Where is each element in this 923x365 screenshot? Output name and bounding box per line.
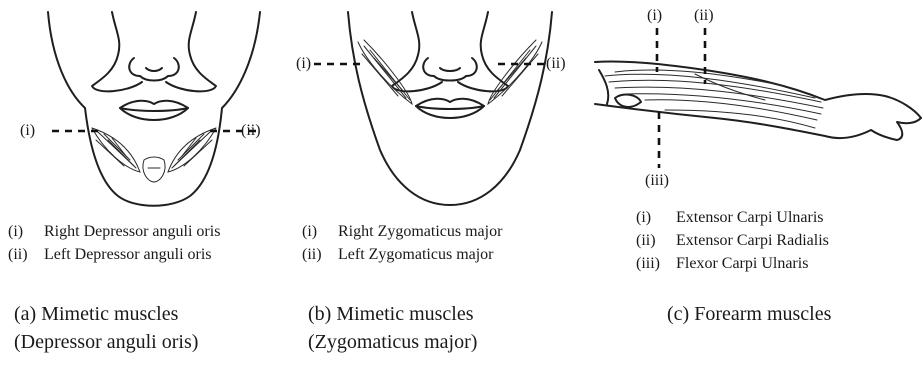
marker-c-iii: (iii) [645,173,669,189]
legend-text: Flexor Carpi Ulnaris [676,255,808,272]
legend-text: Right Depressor anguli oris [44,223,220,240]
marker-c-ii: (ii) [694,8,714,24]
legend-item: (i)Right Zygomaticus major [302,220,502,243]
legend-number: (iii) [636,252,676,275]
marker-a-i: (i) [20,123,35,139]
chin-detail [143,157,165,182]
marker-c-i: (i) [647,8,662,24]
caption-line: (b) Mimetic muscles [308,300,477,328]
depressor-muscle-right [92,128,140,172]
caption-c: (c) Forearm muscles [667,300,831,328]
arm-outline [595,61,921,140]
legend-a: (i)Right Depressor anguli oris (ii)Left … [8,220,220,266]
depressor-muscle-left [168,128,216,172]
legend-item: (ii)Left Depressor anguli oris [8,243,220,266]
zygomaticus-muscle-left [488,40,542,104]
legend-item: (iii)Flexor Carpi Ulnaris [636,252,829,275]
legend-text: Left Depressor anguli oris [44,246,212,263]
caption-line: (Depressor anguli oris) [14,328,198,356]
legend-text: Extensor Carpi Ulnaris [676,209,824,226]
zygomaticus-muscle-right [358,40,412,104]
legend-text: Extensor Carpi Radialis [676,232,829,249]
legend-number: (ii) [8,243,44,266]
legend-number: (ii) [302,243,338,266]
legend-b: (i)Right Zygomaticus major (ii)Left Zygo… [302,220,502,266]
legend-number: (ii) [636,229,676,252]
forearm-illustration [585,0,923,200]
legend-c: (i)Extensor Carpi Ulnaris (ii)Extensor C… [636,206,829,275]
caption-a: (a) Mimetic muscles (Depressor anguli or… [14,300,198,356]
legend-number: (i) [636,206,676,229]
nose [423,58,477,81]
caption-line: (c) Forearm muscles [667,300,831,328]
legend-item: (i)Extensor Carpi Ulnaris [636,206,829,229]
caption-line: (Zygomaticus major) [308,328,477,356]
legend-text: Left Zygomaticus major [338,246,494,263]
face-illustration-a [0,0,300,215]
legend-item: (i)Right Depressor anguli oris [8,220,220,243]
marker-b-ii: (ii) [546,56,566,72]
caption-line: (a) Mimetic muscles [14,300,198,328]
legend-item: (ii)Left Zygomaticus major [302,243,502,266]
legend-number: (i) [8,220,44,243]
face-outline [48,12,260,206]
legend-number: (i) [302,220,338,243]
mouth [416,99,484,118]
legend-text: Right Zygomaticus major [338,223,502,240]
marker-b-i: (i) [296,56,311,72]
marker-a-ii: (ii) [241,123,261,139]
mouth [120,101,188,120]
nose [129,58,179,81]
caption-b: (b) Mimetic muscles (Zygomaticus major) [308,300,477,356]
legend-item: (ii)Extensor Carpi Radialis [636,229,829,252]
face-illustration-b [300,0,600,215]
